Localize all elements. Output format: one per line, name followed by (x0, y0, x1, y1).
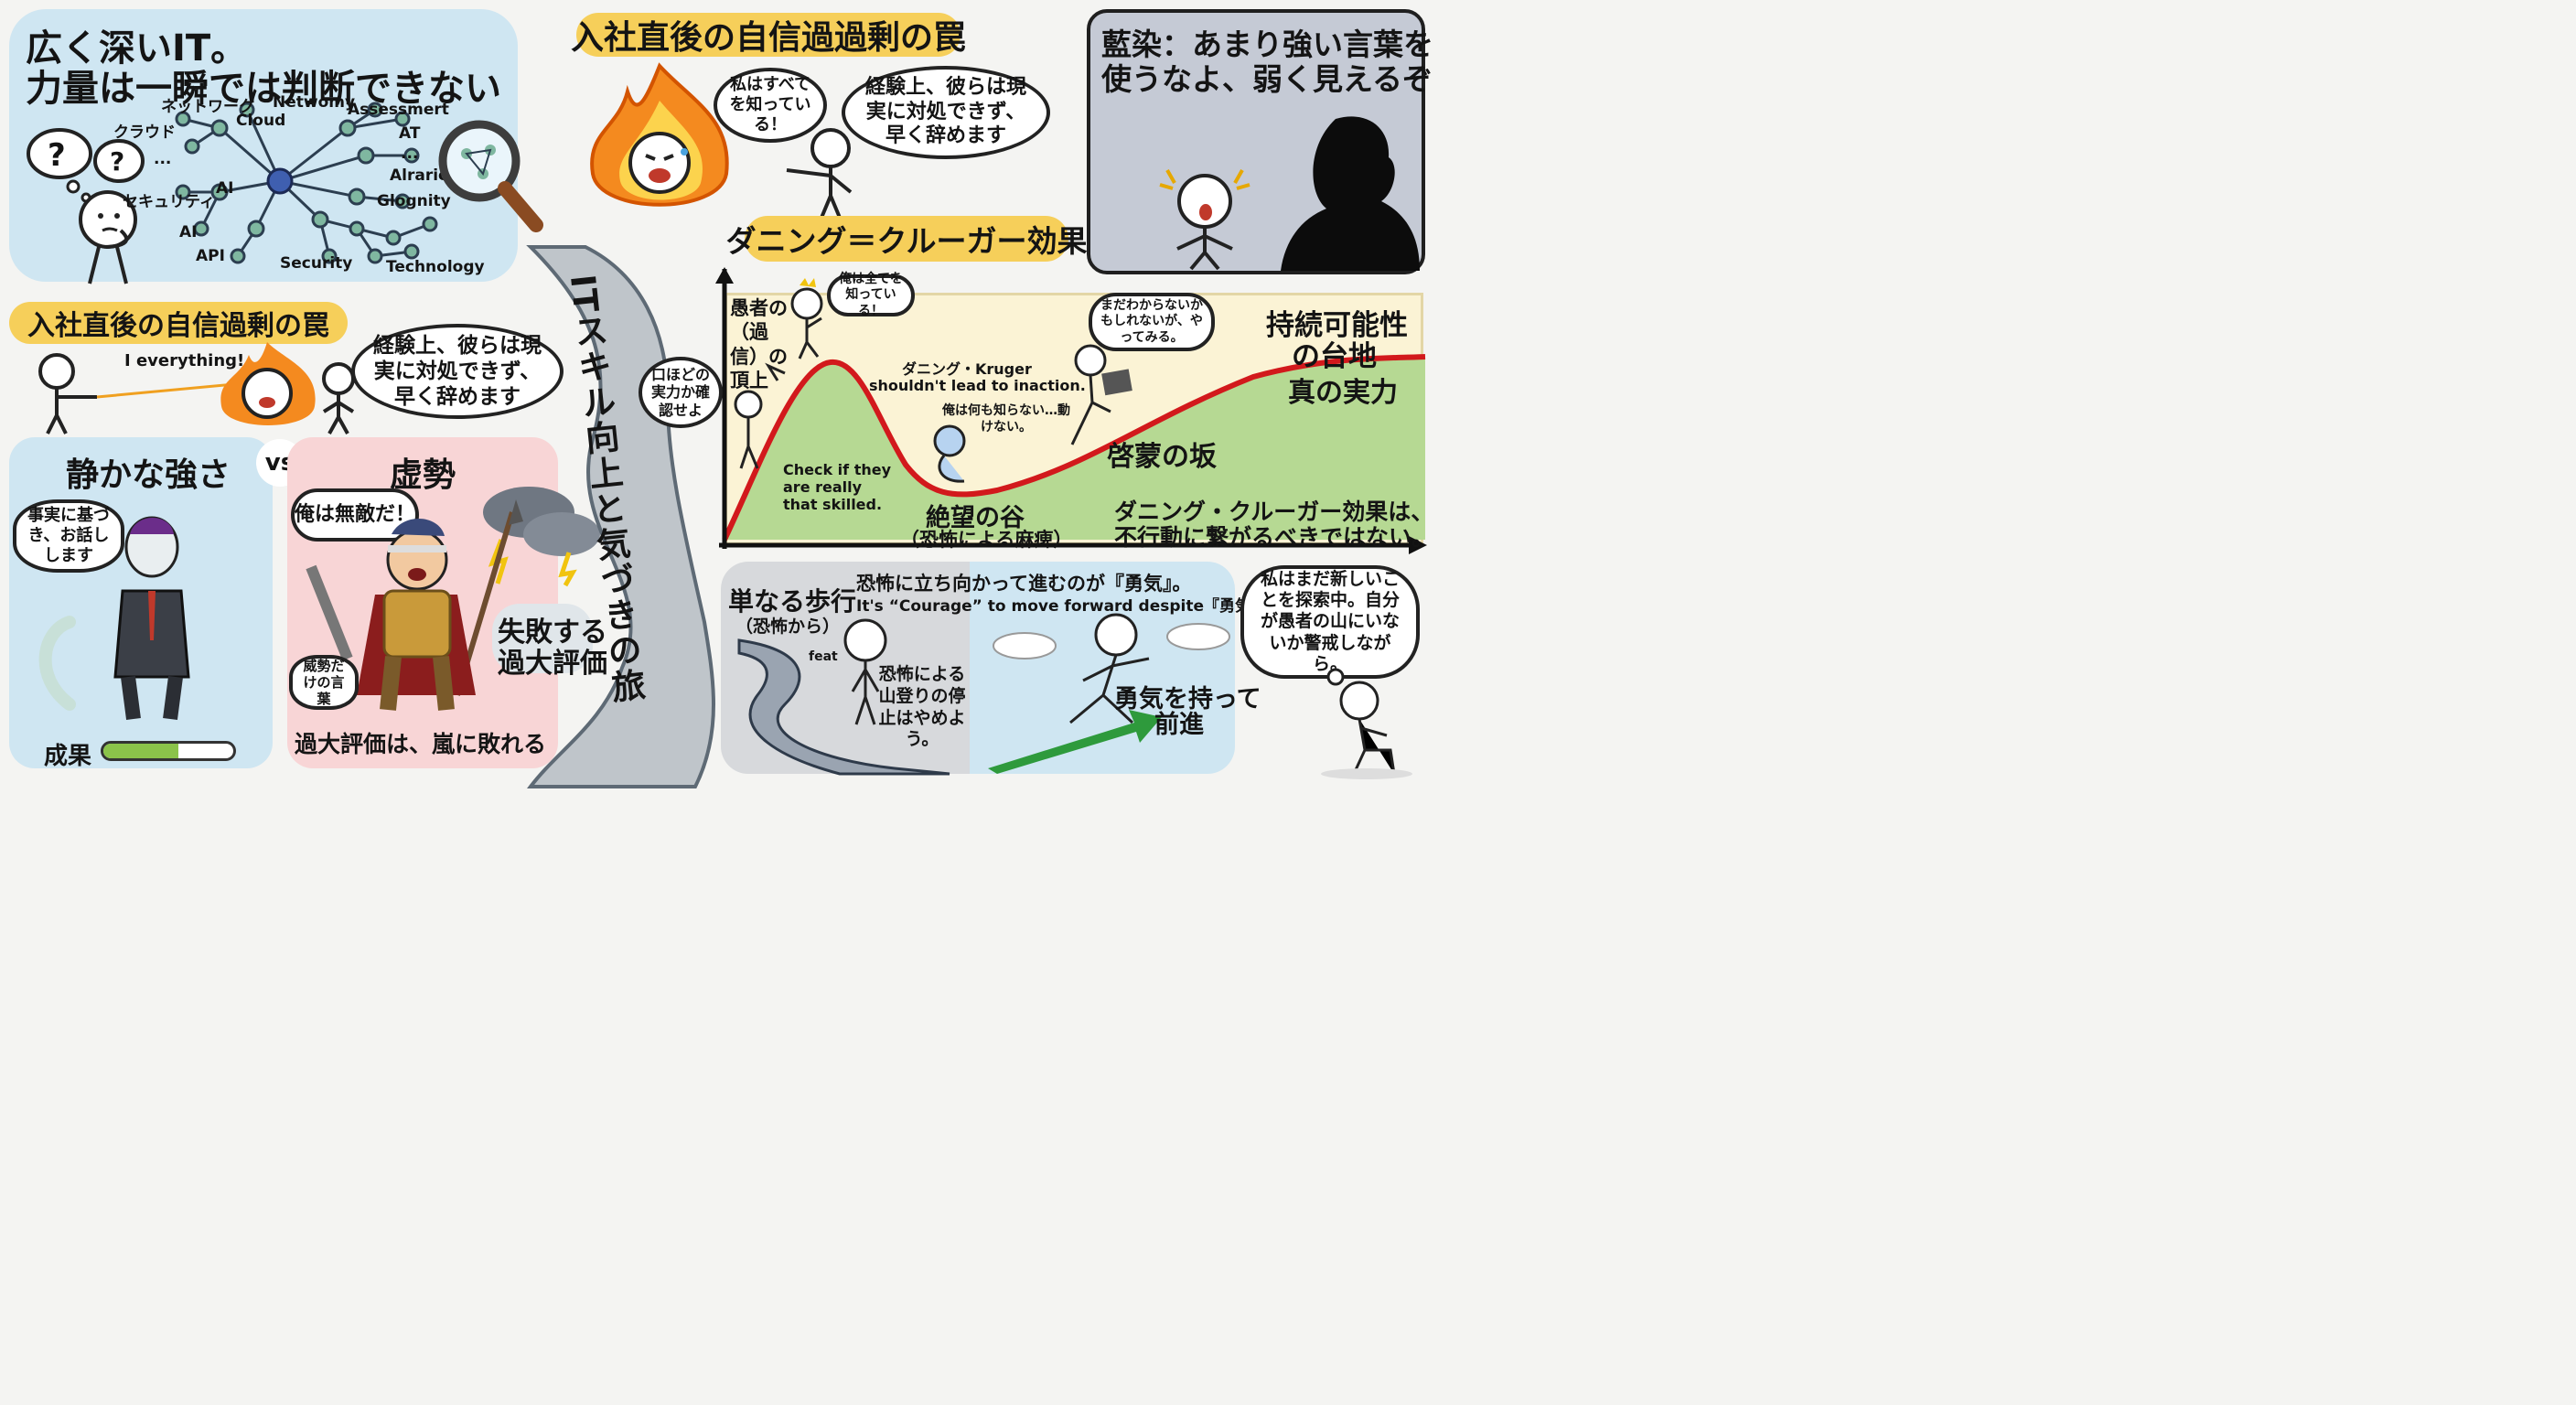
dk-true-skill: 真の実力 (1288, 377, 1398, 409)
bubble-bluster-words: 威勢だけの言葉 (289, 655, 359, 710)
net-glognity: Glognity (377, 192, 451, 210)
bubble-check-skill: 口ほどの実力か確認せよ (639, 357, 723, 428)
flaming-figure-left (220, 342, 316, 425)
bluff-title: 虚勢 (390, 456, 456, 494)
courage-jp: 恐怖に立ち向かって進むのが『勇気』。 (856, 573, 1192, 595)
it-title-line1: 広く深いIT。 (26, 27, 248, 70)
net-assessmert: Assessmert (348, 101, 449, 119)
dk-jp-line2: 不行動に繋がるべきではない。 (1114, 524, 1435, 551)
question-mark-2: ? (110, 146, 125, 177)
dk-chart (715, 267, 1427, 554)
bubble-invincible: 俺は無敵だ！ (291, 488, 419, 542)
thought-cloud-2 (93, 139, 145, 183)
net-dots1: ... (154, 150, 172, 168)
dk-jp-line1: ダニング・クルーガー効果は、 (1114, 499, 1434, 525)
courage-en: It's “Courage” to move forward despite『勇… (856, 597, 1274, 616)
net-technology: Technology (386, 258, 485, 276)
net-at: AT (399, 124, 421, 143)
bubble-they-quit-left: 経験上、彼らは現実に対処できず、早く辞めます (351, 324, 564, 419)
pointing-figure-left (38, 353, 235, 434)
dk-slope-label: 啓蒙の坂 (1107, 441, 1217, 473)
net-api: API (196, 247, 225, 265)
net-security: Security (280, 254, 353, 273)
forward-line2: 前進 (1154, 711, 1204, 739)
result-progress-fill (103, 744, 179, 758)
net-security-jp: セキュリティ (123, 193, 215, 211)
it-title-line2: 力量は一瞬では判断できない (26, 68, 501, 110)
dunning-kruger-banner: ダニング＝クルーガー効果 (726, 216, 1088, 262)
speech-i-everything: I everything! (124, 351, 245, 370)
net-alraric: Alraric (390, 166, 448, 185)
winding-path (737, 638, 950, 776)
failure-overestimate-box (492, 604, 593, 673)
dk-curve (722, 354, 1426, 542)
failure-line2: 過大評価 (498, 648, 607, 680)
dk-en-line1: ダニング・Kruger (902, 360, 1032, 378)
left-overconfidence-banner: 入社直後の自信過剰の罠 (9, 302, 348, 344)
forward-line1: 勇気を持って (1114, 685, 1261, 713)
dk-en-line2: shouldn't lead to inaction. (869, 377, 1086, 394)
net-cloud: Cloud (236, 112, 286, 130)
flaming-stick-figure (590, 62, 729, 207)
aizome-title-line1: 藍染：あまり強い言葉を (1101, 27, 1433, 62)
courage-forward-illustration (988, 613, 1230, 774)
stop-text: 恐怖による山登りの停止はやめよう。 (878, 664, 966, 750)
quiet-title: 静かな強さ (66, 456, 231, 494)
result-label: 成果 (44, 743, 92, 770)
dk-plateau-line2: の台地 (1292, 340, 1377, 373)
suited-figure-illustration (38, 516, 190, 721)
aizome-silhouette (1281, 116, 1420, 272)
pointing-stick-figure (786, 128, 853, 219)
result-progress-bar (101, 741, 236, 761)
bubble-will-try: まだわからないかもしれないが、やってみる。 (1089, 293, 1215, 351)
top-overconfidence-banner: 入社直後の自信過過剰の罠 (571, 13, 966, 57)
dk-peak-label: 愚者の（過信）の頂上 (730, 297, 788, 391)
bubble-i-know-all: 俺は全てを知っている！ (827, 272, 915, 318)
feat-label: feat (809, 649, 838, 664)
walk-sub: （恐怖から） (735, 617, 841, 637)
dk-valley-sub: （恐怖による麻痺） (900, 529, 1073, 551)
aizome-title-line2: 使うなよ、弱く見えるぞ (1101, 61, 1433, 97)
storm-cloud-icon (483, 487, 600, 587)
seated-thinking-figure (1321, 668, 1412, 779)
bubble-i-know-everything: 私はすべてを知っている！ (714, 68, 827, 143)
question-mark-1: ? (48, 137, 66, 174)
failure-line1: 失敗する (498, 617, 607, 649)
net-dots2: ... (401, 145, 419, 163)
net-ai1: AI (216, 179, 234, 198)
thought-cloud-1 (27, 128, 92, 179)
warrior-illustration (306, 499, 523, 711)
network-graph (175, 102, 438, 264)
startled-stick-figure (1159, 169, 1250, 271)
dk-green-area (724, 357, 1425, 540)
net-network: ネットワーク (161, 98, 254, 116)
net-ai2: AI (179, 223, 198, 241)
net-netwomy: Netwomy (273, 93, 356, 112)
magnifying-glass-icon (438, 120, 543, 232)
thinking-person-illustration (27, 128, 145, 284)
fearful-figure (843, 618, 887, 725)
dk-valley-thought: 俺は何も知らない…動けない。 (942, 403, 1070, 435)
dk-valley-title: 絶望の谷 (926, 504, 1025, 532)
bluff-caption: 過大評価は、嵐に敗れる (295, 731, 547, 757)
dk-plateau-line1: 持続可能性 (1266, 309, 1408, 342)
bubble-they-quit: 経験上、彼らは現実に対処できず、早く辞めます (842, 66, 1050, 159)
network-hub-node (266, 167, 294, 195)
walk-title: 単なる歩行 (728, 586, 857, 617)
bubble-based-on-facts: 事実に基づき、お話しします (13, 499, 124, 573)
dk-check-en: Check if they are really that skilled. (783, 461, 892, 514)
net-cloud-jp: クラウド (113, 123, 176, 142)
